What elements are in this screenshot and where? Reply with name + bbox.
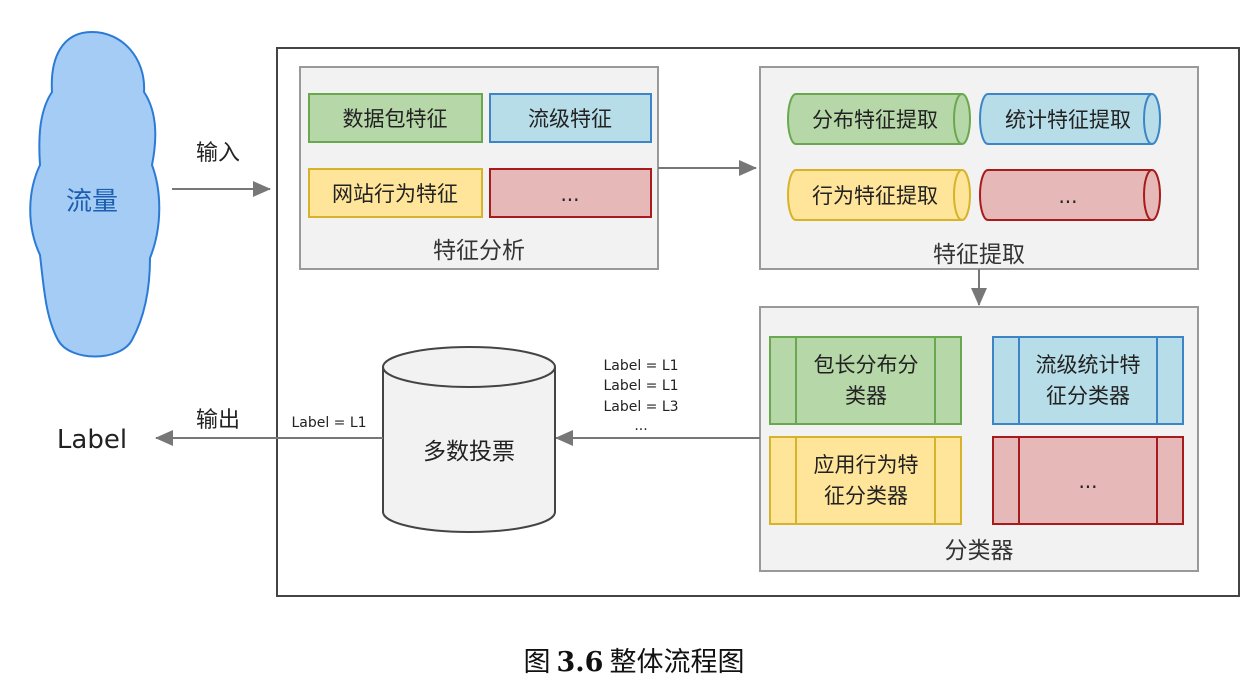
vote-label-2: Label = L1 <box>603 378 678 394</box>
more-classifier-label: ... <box>1078 469 1097 493</box>
traffic-label: 流量 <box>66 187 118 217</box>
majority-voting-label: 多数投票 <box>423 439 515 465</box>
web-behavior-feature-label: 网站行为特征 <box>332 182 458 206</box>
figure-caption-prefix: 图 <box>524 647 551 678</box>
flow-statistic-classifier-line2: 征分类器 <box>1046 384 1130 408</box>
flow-feature-box <box>489 93 652 143</box>
feature-analysis-panel: 数据包特征 流级特征 网站行为特征 ... 特征分析 <box>299 66 659 270</box>
app-behavior-classifier-line2: 征分类器 <box>824 484 908 508</box>
figure-caption-number: 3.6 <box>557 647 604 678</box>
figure-caption-text: 整体流程图 <box>609 647 744 678</box>
classifier-panel: 包长分布分 类器 流级统计特 征分类器 应用行为特 征分类器 ... 分类器 <box>759 306 1199 572</box>
traffic-cloud: 流量 <box>29 30 161 358</box>
behavior-extract-label: 行为特征提取 <box>812 184 938 208</box>
vote-label-1: Label = L1 <box>603 358 678 374</box>
input-arrow-label: 输入 <box>196 141 240 166</box>
web-behavior-feature-box <box>308 168 483 218</box>
flow-feature-label: 流级特征 <box>528 107 612 131</box>
vote-result-label: Label = L1 <box>291 415 366 431</box>
vote-label-4: ... <box>634 418 647 434</box>
more-extract-box: ... <box>979 169 1161 221</box>
more-feature-box <box>489 168 652 218</box>
app-behavior-classifier-box: 应用行为特 征分类器 <box>769 436 962 525</box>
behavior-extract-box: 行为特征提取 <box>787 169 971 221</box>
vote-labels: Label = L1 Label = L1 Label = L3 ... <box>603 358 678 434</box>
feature-extraction-title: 特征提取 <box>933 242 1025 268</box>
statistic-extract-box: 统计特征提取 <box>979 93 1161 145</box>
packet-length-classifier-box: 包长分布分 类器 <box>769 336 962 425</box>
distribution-extract-box: 分布特征提取 <box>787 93 971 145</box>
packet-length-classifier-line2: 类器 <box>845 384 887 408</box>
packet-feature-box <box>308 93 483 143</box>
more-extract-label: ... <box>1058 184 1077 208</box>
distribution-extract-label: 分布特征提取 <box>812 108 938 132</box>
output-arrow-label: 输出 <box>196 408 240 433</box>
flow-statistic-classifier-line1: 流级统计特 <box>1036 353 1141 377</box>
more-classifier-box: ... <box>992 436 1184 525</box>
flow-statistic-classifier-box: 流级统计特 征分类器 <box>992 336 1184 425</box>
feature-analysis-title: 特征分析 <box>433 238 525 264</box>
majority-voting-cylinder: 多数投票 <box>382 346 556 533</box>
packet-feature-label: 数据包特征 <box>343 107 448 131</box>
app-behavior-classifier-line1: 应用行为特 <box>814 453 919 477</box>
output-label: Label <box>57 425 127 455</box>
more-feature-label: ... <box>560 182 579 206</box>
packet-length-classifier-line1: 包长分布分 <box>814 353 919 377</box>
vote-label-3: Label = L3 <box>603 399 678 415</box>
statistic-extract-label: 统计特征提取 <box>1005 108 1131 132</box>
classifier-panel-title: 分类器 <box>945 538 1014 564</box>
feature-extraction-panel: 分布特征提取 统计特征提取 行为特征提取 ... 特征提取 <box>759 66 1199 270</box>
